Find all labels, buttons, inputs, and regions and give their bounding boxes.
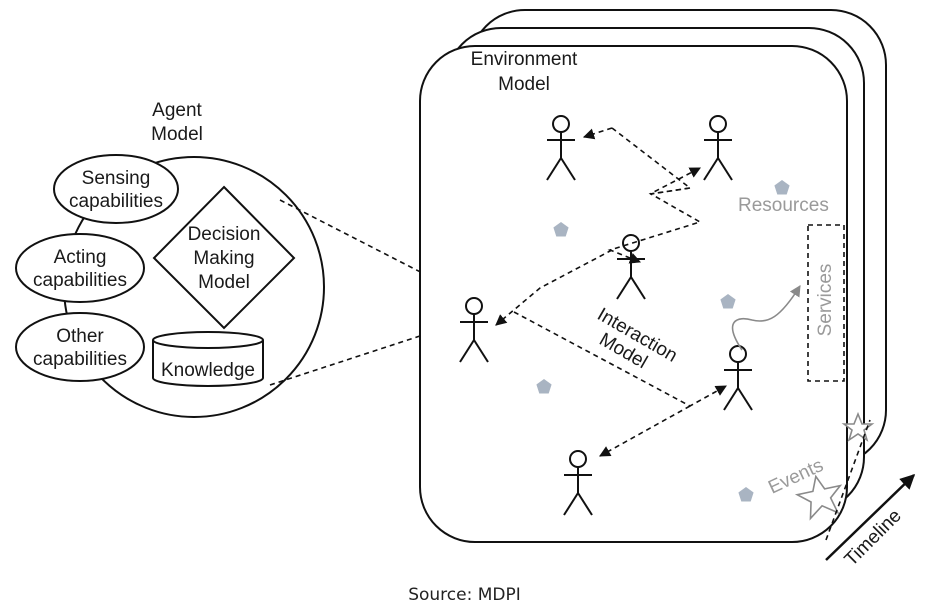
decision-label-line3: Model (198, 272, 250, 293)
agent-model-title-line2: Model (151, 124, 203, 145)
interaction-arrow-bottom (599, 405, 691, 457)
services-box (807, 224, 845, 382)
acting-capabilities-ellipse (15, 233, 145, 303)
service-usage-arrow (731, 285, 801, 351)
environment-title-line2: Model (498, 74, 550, 95)
acting-label-line2: capabilities (33, 270, 127, 291)
timeline-dashed-guide (825, 419, 871, 541)
interaction-arrowhead-left (582, 127, 613, 140)
acting-label-line1: Acting (54, 247, 107, 268)
services-label: Services (815, 264, 836, 337)
interaction-arrow-to-main-agent (495, 249, 613, 326)
interaction-arrow-middle (607, 187, 702, 264)
event-star-icon (841, 411, 875, 442)
event-star-icon (794, 474, 843, 521)
agent-model-title-line1: Agent (152, 100, 202, 121)
sensing-capabilities-ellipse (53, 154, 179, 224)
other-capabilities-ellipse (15, 312, 145, 382)
environment-frame-front (419, 45, 848, 543)
timeline-arrow-icon (825, 473, 916, 561)
knowledge-label: Knowledge (161, 360, 255, 381)
other-label-line1: Other (56, 326, 104, 347)
knowledge-cylinder (152, 331, 264, 387)
decision-label-line2: Making (193, 248, 254, 269)
other-label-line2: capabilities (33, 349, 127, 370)
resources-label: Resources (738, 195, 829, 216)
decision-label-line1: Decision (188, 224, 261, 245)
source-caption: Source: MDPI (408, 585, 521, 605)
environment-title-line1: Environment (471, 49, 578, 70)
sensing-label-line2: capabilities (69, 191, 163, 212)
sensing-label-line1: Sensing (82, 168, 151, 189)
decision-making-diamond (152, 185, 296, 330)
